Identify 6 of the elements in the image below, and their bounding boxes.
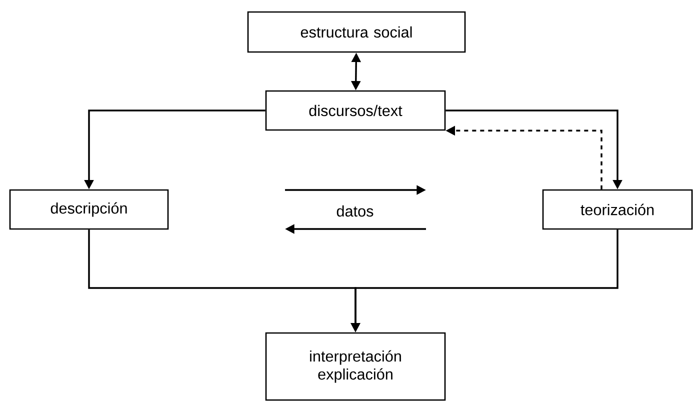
process-box: estructura social [247, 11, 466, 53]
process-box: descripción [9, 189, 169, 230]
process-box: interpretación explicación [265, 332, 446, 401]
process-box: discursos/text [265, 90, 446, 131]
label: datos [336, 205, 374, 217]
process-box: teorización [542, 189, 693, 230]
